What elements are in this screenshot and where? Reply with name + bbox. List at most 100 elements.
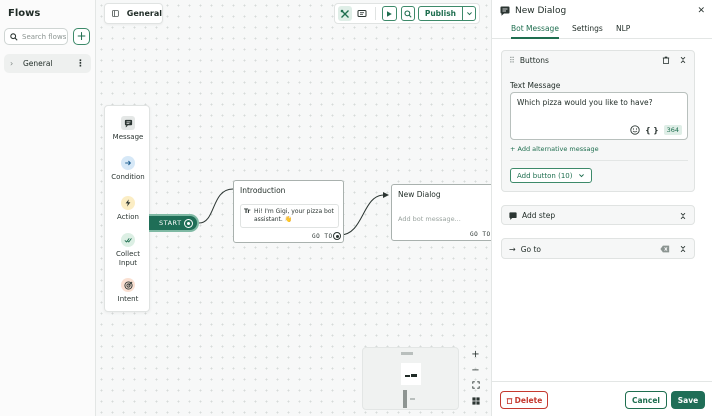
flow-tab-general[interactable]: General	[104, 3, 163, 24]
flow-canvas[interactable]: General Publish Message	[96, 0, 491, 416]
fit-view-button[interactable]	[471, 381, 480, 391]
trash-icon[interactable]	[662, 56, 670, 64]
toolbar-divider	[375, 7, 377, 20]
close-icon[interactable]: ✕	[697, 6, 705, 16]
save-button[interactable]: Save	[671, 391, 705, 409]
check-icon	[121, 233, 135, 247]
card-header: Add step	[502, 206, 694, 225]
add-step-card[interactable]: Add step	[501, 205, 695, 225]
palette-label: Action	[117, 213, 139, 221]
goto-label: GO TO	[470, 231, 491, 238]
tab-nlp[interactable]: NLP	[616, 24, 631, 33]
add-step-icon	[509, 211, 517, 220]
tools-button[interactable]	[338, 6, 353, 21]
add-flow-button[interactable]: +	[73, 28, 90, 45]
search-input[interactable]	[22, 32, 66, 41]
add-button-dropdown[interactable]: Add button (10)	[510, 168, 593, 183]
search-canvas-button[interactable]	[400, 6, 415, 21]
dialog-icon	[500, 6, 510, 16]
chevron-down-icon	[579, 174, 585, 178]
node-introduction[interactable]: Introduction Tr Hi! I'm Gigi, your pizza…	[233, 180, 344, 243]
flow-tab-label: General	[126, 9, 162, 18]
palette-label: Condition	[111, 173, 145, 181]
chevron-down-icon	[466, 12, 472, 16]
sidebar-title: Flows	[8, 8, 41, 19]
node-message-text: Hi! I'm Gigi, your pizza bot assistant. …	[254, 208, 334, 223]
node-title: New Dialog	[398, 190, 441, 199]
goto-label: Go to	[520, 244, 542, 254]
zoom-in-button[interactable]: +	[471, 349, 480, 360]
add-step-label: Add step	[522, 211, 556, 220]
node-new-dialog[interactable]: New Dialog Add bot message... GO TO	[391, 184, 491, 241]
search-icon	[10, 32, 18, 41]
panel-footer: Delete Cancel Save	[492, 381, 712, 416]
text-message-input[interactable]: Which pizza would you like to have? { } …	[510, 92, 688, 140]
comments-button[interactable]	[355, 6, 369, 21]
comment-icon	[357, 9, 367, 17]
start-label: START	[159, 219, 182, 227]
card-divider	[510, 160, 688, 161]
publish-options-button[interactable]	[463, 7, 475, 20]
fullscreen-icon	[471, 381, 480, 389]
delete-label: Delete	[514, 395, 543, 405]
play-button[interactable]	[382, 6, 397, 21]
buttons-step-card: ⠿ Buttons Text Message Which pizza would…	[501, 50, 695, 192]
expand-icon[interactable]	[679, 245, 687, 253]
magnifier-icon	[404, 9, 412, 18]
search-box[interactable]	[4, 28, 68, 45]
panel-header: New Dialog ✕	[500, 4, 705, 18]
goto-card[interactable]: → Go to	[501, 238, 695, 259]
palette-item-message[interactable]: Message	[105, 116, 151, 142]
palette-item-collect-input[interactable]: Collect Input	[105, 233, 151, 268]
start-output-handle[interactable]	[184, 219, 193, 228]
trash-icon	[506, 397, 512, 404]
canvas-toolbar: Publish	[334, 3, 480, 24]
minimap[interactable]	[362, 347, 459, 410]
goto-handle[interactable]	[333, 232, 341, 240]
node-message: Tr Hi! I'm Gigi, your pizza bot assistan…	[240, 204, 339, 228]
card-title: Buttons	[519, 55, 549, 65]
drag-handle-icon[interactable]: ⠿	[509, 55, 515, 65]
variables-icon[interactable]: { }	[645, 125, 659, 135]
emoji-icon[interactable]	[630, 125, 640, 135]
palette-item-condition[interactable]: Condition	[105, 156, 151, 182]
collapse-icon[interactable]	[679, 56, 687, 64]
panel-title: New Dialog	[515, 6, 567, 16]
tools-icon	[340, 9, 350, 18]
chevron-right-icon: ›	[10, 59, 14, 68]
cancel-button[interactable]: Cancel	[625, 391, 667, 409]
node-message-placeholder: Add bot message...	[398, 215, 461, 223]
publish-button[interactable]: Publish	[419, 7, 463, 20]
palette-label: Collect Input	[116, 250, 140, 267]
palette-label: Intent	[117, 295, 139, 303]
arrow-right-icon: →	[509, 244, 516, 254]
message-icon	[121, 116, 135, 130]
char-counter: 364	[663, 125, 682, 135]
palette-item-intent[interactable]: Intent	[105, 278, 151, 304]
zoom-controls: + −	[468, 347, 483, 410]
kebab-menu-icon[interactable]: ⋮	[76, 58, 85, 69]
layout-button[interactable]	[471, 397, 480, 407]
expand-icon[interactable]	[679, 212, 687, 220]
text-type-icon: Tr	[244, 208, 251, 215]
connector-lines	[198, 188, 389, 236]
palette-item-action[interactable]: Action	[105, 196, 151, 222]
arrow-right-icon	[121, 156, 135, 170]
text-message-label: Text Message	[510, 81, 561, 90]
start-node[interactable]: START	[149, 214, 199, 232]
tab-bot-message[interactable]: Bot Message	[511, 24, 559, 39]
play-icon	[387, 10, 393, 17]
panel-tabs: Bot Message Settings NLP	[492, 22, 712, 39]
delete-button[interactable]: Delete	[500, 391, 548, 409]
tab-settings[interactable]: Settings	[572, 24, 603, 33]
zoom-out-button[interactable]: −	[471, 364, 480, 376]
flow-item[interactable]: › General ⋮	[4, 54, 91, 73]
add-alternative-message-link[interactable]: + Add alternative message	[510, 145, 599, 153]
lightning-icon	[121, 196, 135, 210]
card-header: ⠿ Buttons	[502, 51, 694, 69]
publish-split-button: Publish	[417, 6, 476, 21]
palette-label: Message	[112, 133, 144, 141]
card-header: → Go to	[502, 239, 694, 259]
backspace-icon[interactable]	[660, 245, 670, 253]
grid-icon	[471, 397, 480, 405]
